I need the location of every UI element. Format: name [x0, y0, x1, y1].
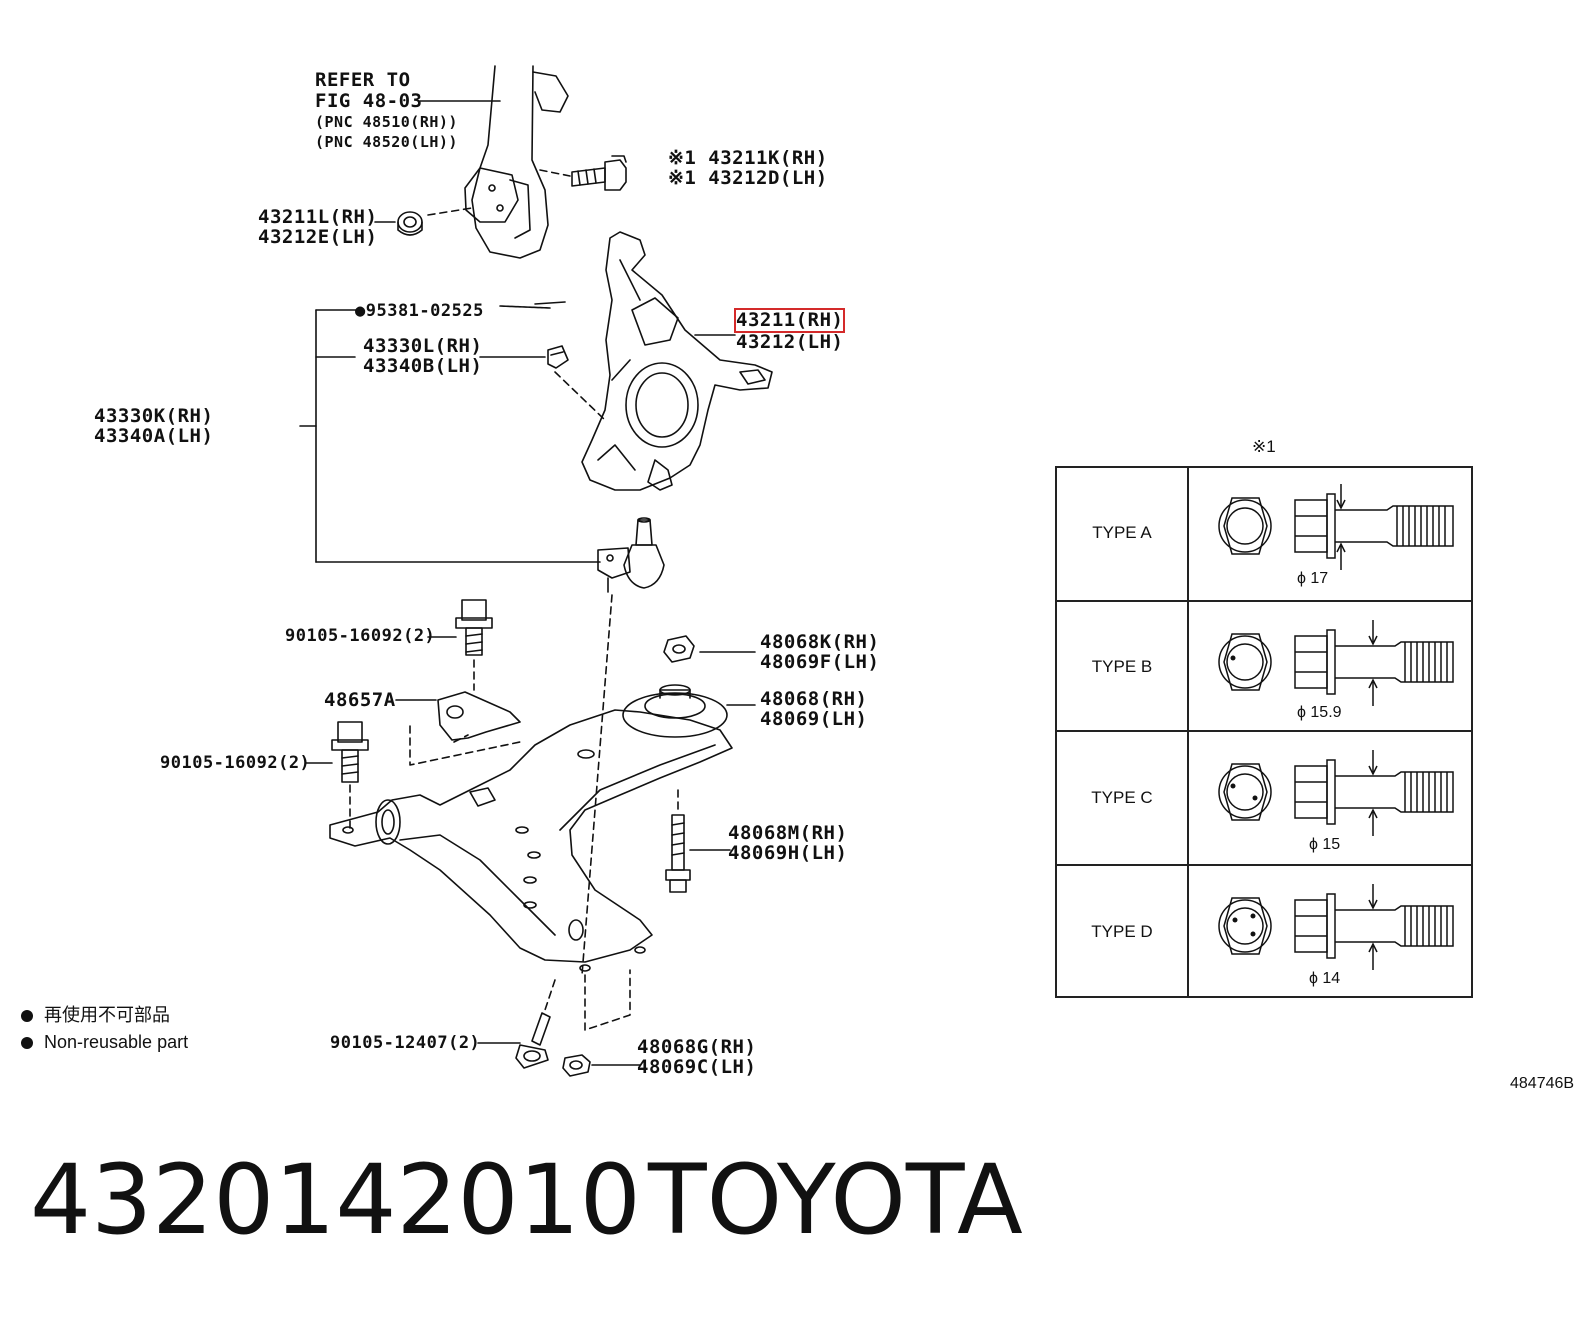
figure-code: 484746B	[1510, 1075, 1575, 1092]
bottom-bolt-drawing	[515, 1012, 551, 1069]
bolt-16092-upper-label: 90105-16092(2)	[285, 626, 436, 646]
bolt-48069h-label: 48069H(LH)	[728, 842, 848, 864]
bracket-48657a-label: 48657A	[324, 689, 396, 711]
bush-48069-label: 48069(LH)	[760, 708, 868, 730]
nut-48068k-label: 48068K(RH)	[760, 631, 880, 653]
washer-43212e-label: 43212E(LH)	[258, 226, 378, 248]
bolt-type-c-icon	[1218, 750, 1454, 836]
bolt-type-b-icon	[1218, 620, 1454, 706]
pnc-lh-label: (PNC 48520(LH))	[315, 133, 458, 151]
bolt-type-d-icon	[1218, 884, 1454, 970]
ball-joint-drawing	[597, 517, 665, 593]
washer-43211l-label: 43211L(RH)	[258, 206, 378, 228]
type-cell: TYPE D	[1057, 866, 1189, 998]
diameter-label: ϕ 15	[1309, 836, 1341, 853]
bolt-12407-label: 90105-12407(2)	[330, 1033, 481, 1053]
type-cell: TYPE B	[1057, 602, 1189, 732]
upper-bolt-drawing	[455, 599, 493, 656]
dust-cover-lh-label: 43340B(LH)	[363, 355, 483, 377]
camber-bolt-drawing	[571, 155, 627, 191]
rear-bush-drawing	[622, 684, 728, 738]
pnc-rh-label: (PNC 48510(RH))	[315, 113, 458, 131]
type-cell: TYPE A	[1057, 466, 1189, 600]
clip-95381-label: ●95381-02525	[355, 301, 484, 321]
table-row: TYPE C ϕ 15	[1057, 730, 1471, 864]
bolt-type-table: TYPE A ϕ 17 TYPE B	[1055, 466, 1473, 998]
table-note-mark: ※1	[1252, 437, 1276, 456]
table-row: TYPE B ϕ 15.9	[1057, 600, 1471, 732]
nut-48068g-label: 48068G(RH)	[637, 1036, 757, 1058]
nut-48069f-label: 48069F(LH)	[760, 651, 880, 673]
strut-drawing	[464, 65, 569, 259]
bush-48068-label: 48068(RH)	[760, 688, 868, 710]
bolt-type-a-icon	[1218, 484, 1454, 570]
table-row: TYPE A ϕ 17	[1057, 466, 1471, 600]
cam-washer-drawing	[397, 211, 423, 236]
bottom-nut-drawing	[562, 1054, 591, 1077]
ball-joint-rh-label: 43330K(RH)	[94, 405, 214, 427]
bolt-48068m-label: 48068M(RH)	[728, 822, 848, 844]
type-cell: TYPE C	[1057, 732, 1189, 864]
refer-label-line2: FIG 48-03	[315, 90, 423, 112]
knuckle-rh-label-highlighted: 43211(RH)	[733, 308, 846, 333]
diameter-label: ϕ 15.9	[1297, 704, 1342, 721]
refer-label-line1: REFER TO	[315, 69, 411, 91]
ball-joint-lh-label: 43340A(LH)	[94, 425, 214, 447]
diameter-label: ϕ 17	[1297, 570, 1329, 587]
bolt-16092-lower-label: 90105-16092(2)	[160, 753, 311, 773]
knuckle-lh-label: 43212(LH)	[736, 331, 844, 353]
part-number-title: 4320142010	[30, 1144, 641, 1256]
legend-en-label: Non-reusable part	[44, 1032, 189, 1052]
flange-nut-k-drawing	[663, 635, 695, 663]
brand-title: TOYOTA	[648, 1144, 1023, 1256]
bolt-43211k-label: ※1 43211K(RH)	[668, 147, 828, 169]
bolt-43212d-label: ※1 43212D(LH)	[668, 167, 828, 189]
legend-jp-label: 再使用不可部品	[44, 1005, 170, 1025]
bracket-drawing	[437, 691, 521, 741]
lower-control-arm-drawing	[329, 709, 733, 972]
lower-left-bolt-drawing	[331, 721, 369, 783]
dust-cover-drawing	[547, 345, 569, 369]
vertical-bolt-drawing	[665, 814, 691, 893]
steering-knuckle-drawing	[581, 231, 773, 491]
dust-cover-rh-label: 43330L(RH)	[363, 335, 483, 357]
diameter-label: ϕ 14	[1309, 970, 1341, 987]
table-row: TYPE D ϕ 14	[1057, 864, 1471, 998]
nut-48069c-label: 48069C(LH)	[637, 1056, 757, 1078]
